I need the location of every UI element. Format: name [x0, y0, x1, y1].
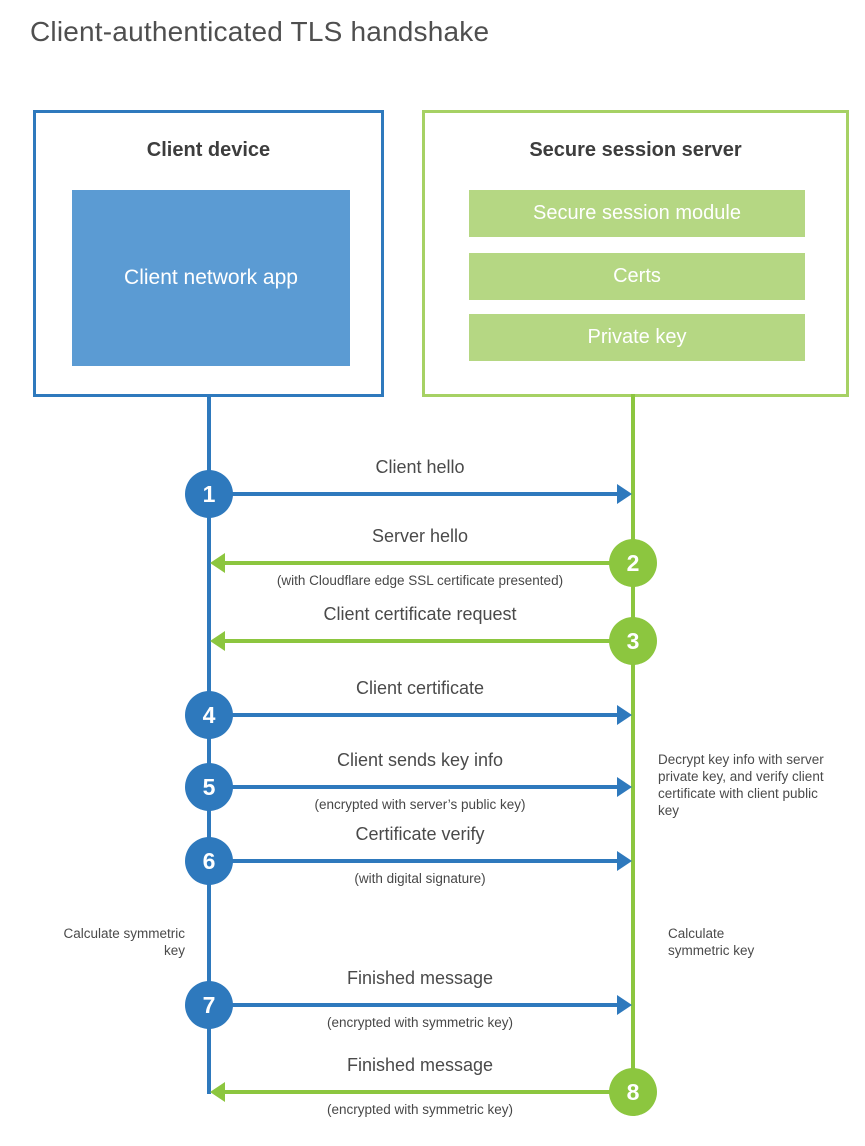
step-7-arrow-line	[209, 1003, 617, 1007]
step-6-label: Certificate verify	[355, 824, 485, 844]
step-2-arrowhead-icon	[210, 553, 225, 573]
step-3-arrow-line	[225, 639, 633, 643]
step-5-arrowhead-icon	[617, 777, 632, 797]
client-device-title: Client device	[146, 139, 271, 161]
step-2-arrow-line	[225, 561, 633, 565]
secure-session-server-box: Secure session server Secure session mod…	[422, 110, 849, 397]
server-lifeline	[631, 394, 635, 1094]
step-8-label: Finished message	[346, 1055, 494, 1075]
step-2-subtext: (with Cloudflare edge SSL certificate pr…	[276, 573, 564, 588]
step-2-label: Server hello	[371, 526, 469, 546]
server-decrypt-note: Decrypt key info with server private key…	[658, 752, 824, 818]
step-1-arrow-line	[209, 492, 617, 496]
server-calculate-symmetric-key-note: Calculate symmetric key	[668, 926, 755, 958]
step-5-arrow-line	[209, 785, 617, 789]
server-module-private-key: Private key	[469, 314, 805, 361]
server-module-certs: Certs	[469, 253, 805, 300]
step-5-subtext: (encrypted with server’s public key)	[314, 797, 526, 812]
client-device-box: Client device Client network app	[33, 110, 384, 397]
step-8-subtext: (encrypted with symmetric key)	[326, 1102, 514, 1117]
secure-session-server-title: Secure session server	[529, 139, 742, 161]
step-8-arrow-line	[225, 1090, 633, 1094]
step-3-arrowhead-icon	[210, 631, 225, 651]
page-title: Client-authenticated TLS handshake	[30, 16, 490, 47]
step-6-subtext: (with digital signature)	[354, 871, 486, 886]
server-module-secure-session: Secure session module	[469, 190, 805, 237]
step-1-label: Client hello	[375, 457, 465, 477]
step-6-arrow-line	[209, 859, 617, 863]
step-3-label: Client certificate request	[323, 604, 517, 624]
step-4-arrow-line	[209, 713, 617, 717]
step-4-label: Client certificate	[355, 678, 485, 698]
client-calculate-symmetric-key-note: Calculate symmetric key	[63, 926, 185, 958]
step-4-arrowhead-icon	[617, 705, 632, 725]
step-6-arrowhead-icon	[617, 851, 632, 871]
client-lifeline	[207, 394, 211, 1094]
step-7-arrowhead-icon	[617, 995, 632, 1015]
step-8-arrowhead-icon	[210, 1082, 225, 1102]
step-7-label: Finished message	[346, 968, 494, 988]
step-7-subtext: (encrypted with symmetric key)	[326, 1015, 514, 1030]
step-5-label: Client sends key info	[336, 750, 504, 770]
client-network-app-box: Client network app	[72, 190, 350, 366]
step-1-arrowhead-icon	[617, 484, 632, 504]
